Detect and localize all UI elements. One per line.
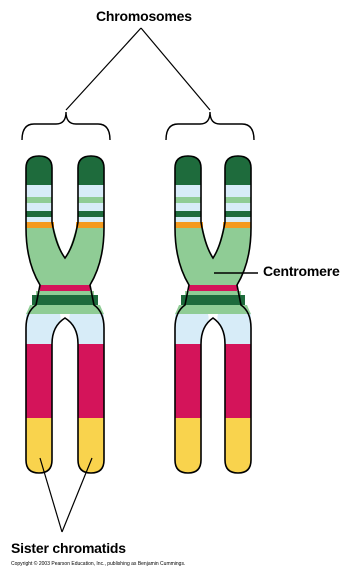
- light-band: [185, 291, 241, 295]
- dark-green-band: [32, 295, 98, 305]
- brace-right: [166, 112, 254, 140]
- lower-right-arm-yellow: [225, 418, 251, 473]
- brace-left: [22, 112, 110, 140]
- lower-light-green: [26, 305, 104, 314]
- upper-left-arm-green-band: [26, 197, 52, 203]
- upper-right-arm-dark-green-band: [78, 211, 104, 217]
- upper-right-arm-green-band: [225, 197, 251, 203]
- magenta-band-upper: [40, 285, 90, 291]
- lower-right-arm-magenta: [78, 344, 104, 418]
- upper-left-arm-light-blue-2: [26, 203, 52, 211]
- upper-right-arm-light-blue: [225, 185, 251, 197]
- sister-line-left: [40, 458, 62, 532]
- lower-left-arm-magenta: [175, 344, 201, 418]
- upper-left-arm-light-blue: [175, 185, 201, 197]
- upper-left-arm-top-dark-green: [26, 156, 52, 185]
- upper-right-arm-dark-green-band: [225, 211, 251, 217]
- chromosomes-label: Chromosomes: [96, 8, 192, 24]
- sister-chromatids-label: Sister chromatids: [11, 540, 126, 556]
- lower-left-arm-yellow: [175, 418, 201, 473]
- upper-left-arm-green-band: [175, 197, 201, 203]
- upper-left-arm-light-blue: [26, 185, 52, 197]
- upper-right-arm-orange-band: [76, 222, 104, 228]
- lower-right-arm-yellow: [78, 418, 104, 473]
- upper-left-arm-light-blue-2: [175, 203, 201, 211]
- upper-right-arm-green-band: [78, 197, 104, 203]
- upper-right-arm-light-blue-3: [78, 217, 104, 222]
- upper-right-arm-light-blue-2: [225, 203, 251, 211]
- chromosome-left: [26, 156, 104, 473]
- centromere-label: Centromere: [263, 263, 340, 279]
- centromere-region: [175, 228, 251, 285]
- chromosome-right: [175, 156, 251, 473]
- sister-line-right: [62, 458, 92, 532]
- upper-left-arm-dark-green-band: [175, 211, 201, 217]
- lower-left-arm-magenta: [26, 344, 52, 418]
- upper-right-arm-top-dark-green: [78, 156, 104, 185]
- lower-light-green: [175, 305, 251, 314]
- upper-left-arm-top-dark-green: [175, 156, 201, 185]
- upper-left-arm-light-blue-3: [175, 217, 201, 222]
- magenta-band-upper: [189, 285, 237, 291]
- upper-right-arm-orange-band: [223, 222, 251, 228]
- dark-green-band: [181, 295, 245, 305]
- upper-left-arm-dark-green-band: [26, 211, 52, 217]
- light-band: [36, 291, 94, 295]
- upper-right-arm-top-dark-green: [225, 156, 251, 185]
- upper-right-arm-light-blue-2: [78, 203, 104, 211]
- lower-right-arm-magenta: [225, 344, 251, 418]
- lower-left-arm-yellow: [26, 418, 52, 473]
- centromere-region: [26, 228, 104, 285]
- upper-left-arm-orange-band: [26, 222, 54, 228]
- copyright-text: Copyright © 2003 Pearson Education, Inc.…: [11, 561, 185, 567]
- upper-right-arm-light-blue-3: [225, 217, 251, 222]
- upper-left-arm-light-blue-3: [26, 217, 52, 222]
- chromosomes-line-left: [66, 28, 141, 110]
- upper-right-arm-light-blue: [78, 185, 104, 197]
- upper-left-arm-orange-band: [175, 222, 203, 228]
- chromosomes-line-right: [141, 28, 210, 110]
